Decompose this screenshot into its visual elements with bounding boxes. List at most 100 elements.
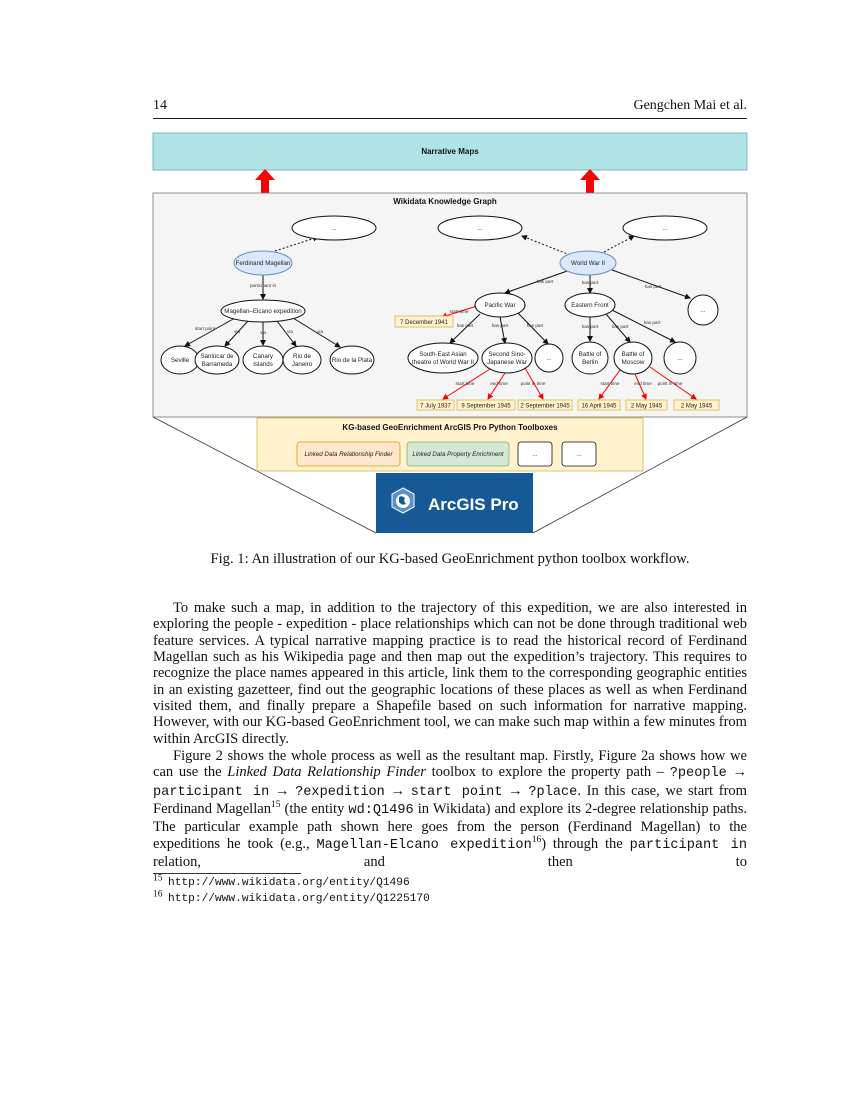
edge-label: end time (490, 381, 508, 386)
node-ww2: World War II (571, 260, 605, 267)
text-run: in Wikidata) and explore its 2-degree re… (153, 801, 748, 852)
text-run: → (384, 782, 411, 799)
running-header-authors: Gengchen Mai et al. (633, 98, 747, 113)
paragraph-1: To make such a map, in addition to the t… (153, 600, 747, 747)
workflow-figure: Narrative Maps Wikidata Knowledge Graph (152, 132, 748, 534)
emphasis: Linked Data Relationship Finder (227, 764, 426, 781)
node-ferdinand-magellan: Ferdinand Magellan (236, 260, 291, 267)
date-labels: 7 December 1941 7 July 1937 9 September … (400, 320, 713, 410)
edge-label: point in time (658, 381, 683, 386)
funnel-line (152, 416, 377, 534)
node-sanlucar: Barrameda (202, 361, 233, 368)
code-term: wd:Q1496 (348, 803, 414, 819)
node-label: ... (662, 225, 667, 232)
graph-nodes (160, 215, 719, 375)
node-label: ... (331, 225, 336, 232)
edge-label: start time (456, 381, 475, 386)
funnel-line (532, 416, 748, 534)
toolbox-finder: Linked Data Relationship Finder (296, 441, 401, 467)
text-run: → (726, 764, 748, 781)
text-run: (the entity (280, 801, 349, 818)
footnote-15: 15 http://www.wikidata.org/entity/Q1496 (153, 873, 410, 889)
edge-label: has part (645, 284, 662, 289)
text-run: relation, and then to (153, 854, 747, 871)
code-term: participant in (629, 837, 747, 853)
date-boxes (394, 315, 720, 411)
edge-label: end time (634, 381, 652, 386)
node-expedition: Magellan–Elcano expedition (224, 308, 302, 315)
node-label: ... (700, 307, 705, 314)
svg-text:...: ... (576, 451, 581, 458)
code-term: participant in (153, 784, 270, 800)
edge-label: via (260, 330, 266, 335)
node-sanlucar: Sanlúcar de (200, 353, 234, 360)
toolbox-title: KG-based GeoEnrichment ArcGIS Pro Python… (342, 423, 558, 432)
node-moscow: Battle of (622, 351, 645, 358)
text-run: To make such a map, in addition to the t… (153, 600, 747, 747)
page-number: 14 (153, 98, 167, 113)
node-eastern-front: Eastern Front (571, 302, 609, 309)
date-label: 2 September 1945 (520, 404, 570, 410)
footnote-url[interactable]: http://www.wikidata.org/entity/Q1496 (168, 877, 410, 889)
code-term: ?people (669, 766, 727, 782)
edge-label: point in time (521, 381, 546, 386)
edge-label: has part (582, 324, 599, 329)
code-term: start point (410, 784, 503, 800)
node-label: ... (677, 355, 682, 362)
node-seville: Seville (171, 357, 190, 364)
edge-label: start point (195, 326, 216, 331)
edge-label: has part (457, 323, 474, 328)
edge-label: has part (492, 323, 509, 328)
date-label: 7 December 1941 (400, 320, 448, 326)
date-label: 7 July 1937 (420, 404, 451, 410)
up-arrow-icon (255, 169, 275, 193)
edge-label: has part (527, 323, 544, 328)
node-rio: Rio de (293, 353, 311, 360)
footnote-ref: 16 (531, 834, 542, 845)
code-term: Magellan-Elcano expedition (316, 837, 532, 853)
graph-edges (184, 235, 691, 348)
node-rio: Janeiro (292, 361, 313, 368)
node-canary: Islands (253, 361, 273, 368)
text-run: → (269, 782, 296, 799)
edge-label: via (287, 329, 293, 334)
body-text: To make such a map, in addition to the t… (153, 600, 747, 871)
edge-labels: participant in start point via via via v… (195, 279, 683, 386)
node-moscow: Moscow (622, 359, 645, 366)
footnote-url[interactable]: http://www.wikidata.org/entity/Q1225170 (168, 893, 430, 905)
paragraph-2: Figure 2 shows the whole process as well… (153, 748, 747, 870)
edge-label: has part (537, 279, 554, 284)
edge-label: has part (612, 324, 629, 329)
node-pacific-war: Pacific War (484, 302, 515, 309)
node-sino: Japanese War (487, 359, 527, 366)
edge-label: start time (601, 381, 620, 386)
text-run: . In this case, we start from Ferdinand … (153, 782, 747, 818)
code-term: ?expedition (295, 784, 385, 800)
toolbox-more: ... (561, 441, 597, 467)
header-rule (153, 118, 747, 119)
node-labels: ... Ferdinand Magellan Magellan–Elcano e… (171, 225, 706, 368)
narrative-maps-label: Narrative Maps (421, 147, 479, 156)
footnote-16: 16 http://www.wikidata.org/entity/Q12251… (153, 890, 430, 905)
figure-caption: Fig. 1: An illustration of our KG-based … (210, 551, 690, 567)
node-sea: theatre of World War II (412, 359, 474, 366)
node-plata: Rio de la Plata (332, 357, 373, 364)
text-run: toolbox to explore the property path – (425, 764, 670, 781)
node-label: ... (477, 225, 482, 232)
date-label: 16 April 1945 (581, 404, 617, 410)
edge-label: via (317, 329, 323, 334)
text-run: Figure 2 shows the whole process as well… (153, 748, 747, 781)
code-term: ?place (528, 784, 578, 800)
footnote-rule (153, 873, 301, 874)
text-run: → (502, 782, 529, 799)
footnote-ref: 15 (270, 800, 281, 811)
arcgis-pro-logo: ArcGIS Pro (376, 473, 533, 533)
edge-label: has part (582, 280, 599, 285)
footnote-number: 15 (153, 873, 163, 884)
node-sea: South-East Asian (419, 351, 467, 358)
date-label: 2 May 1945 (681, 404, 713, 410)
edge-label: participant in (250, 283, 276, 288)
date-label: 2 May 1945 (631, 404, 663, 410)
time-edges (441, 305, 697, 400)
edge-label: start time (450, 309, 469, 314)
